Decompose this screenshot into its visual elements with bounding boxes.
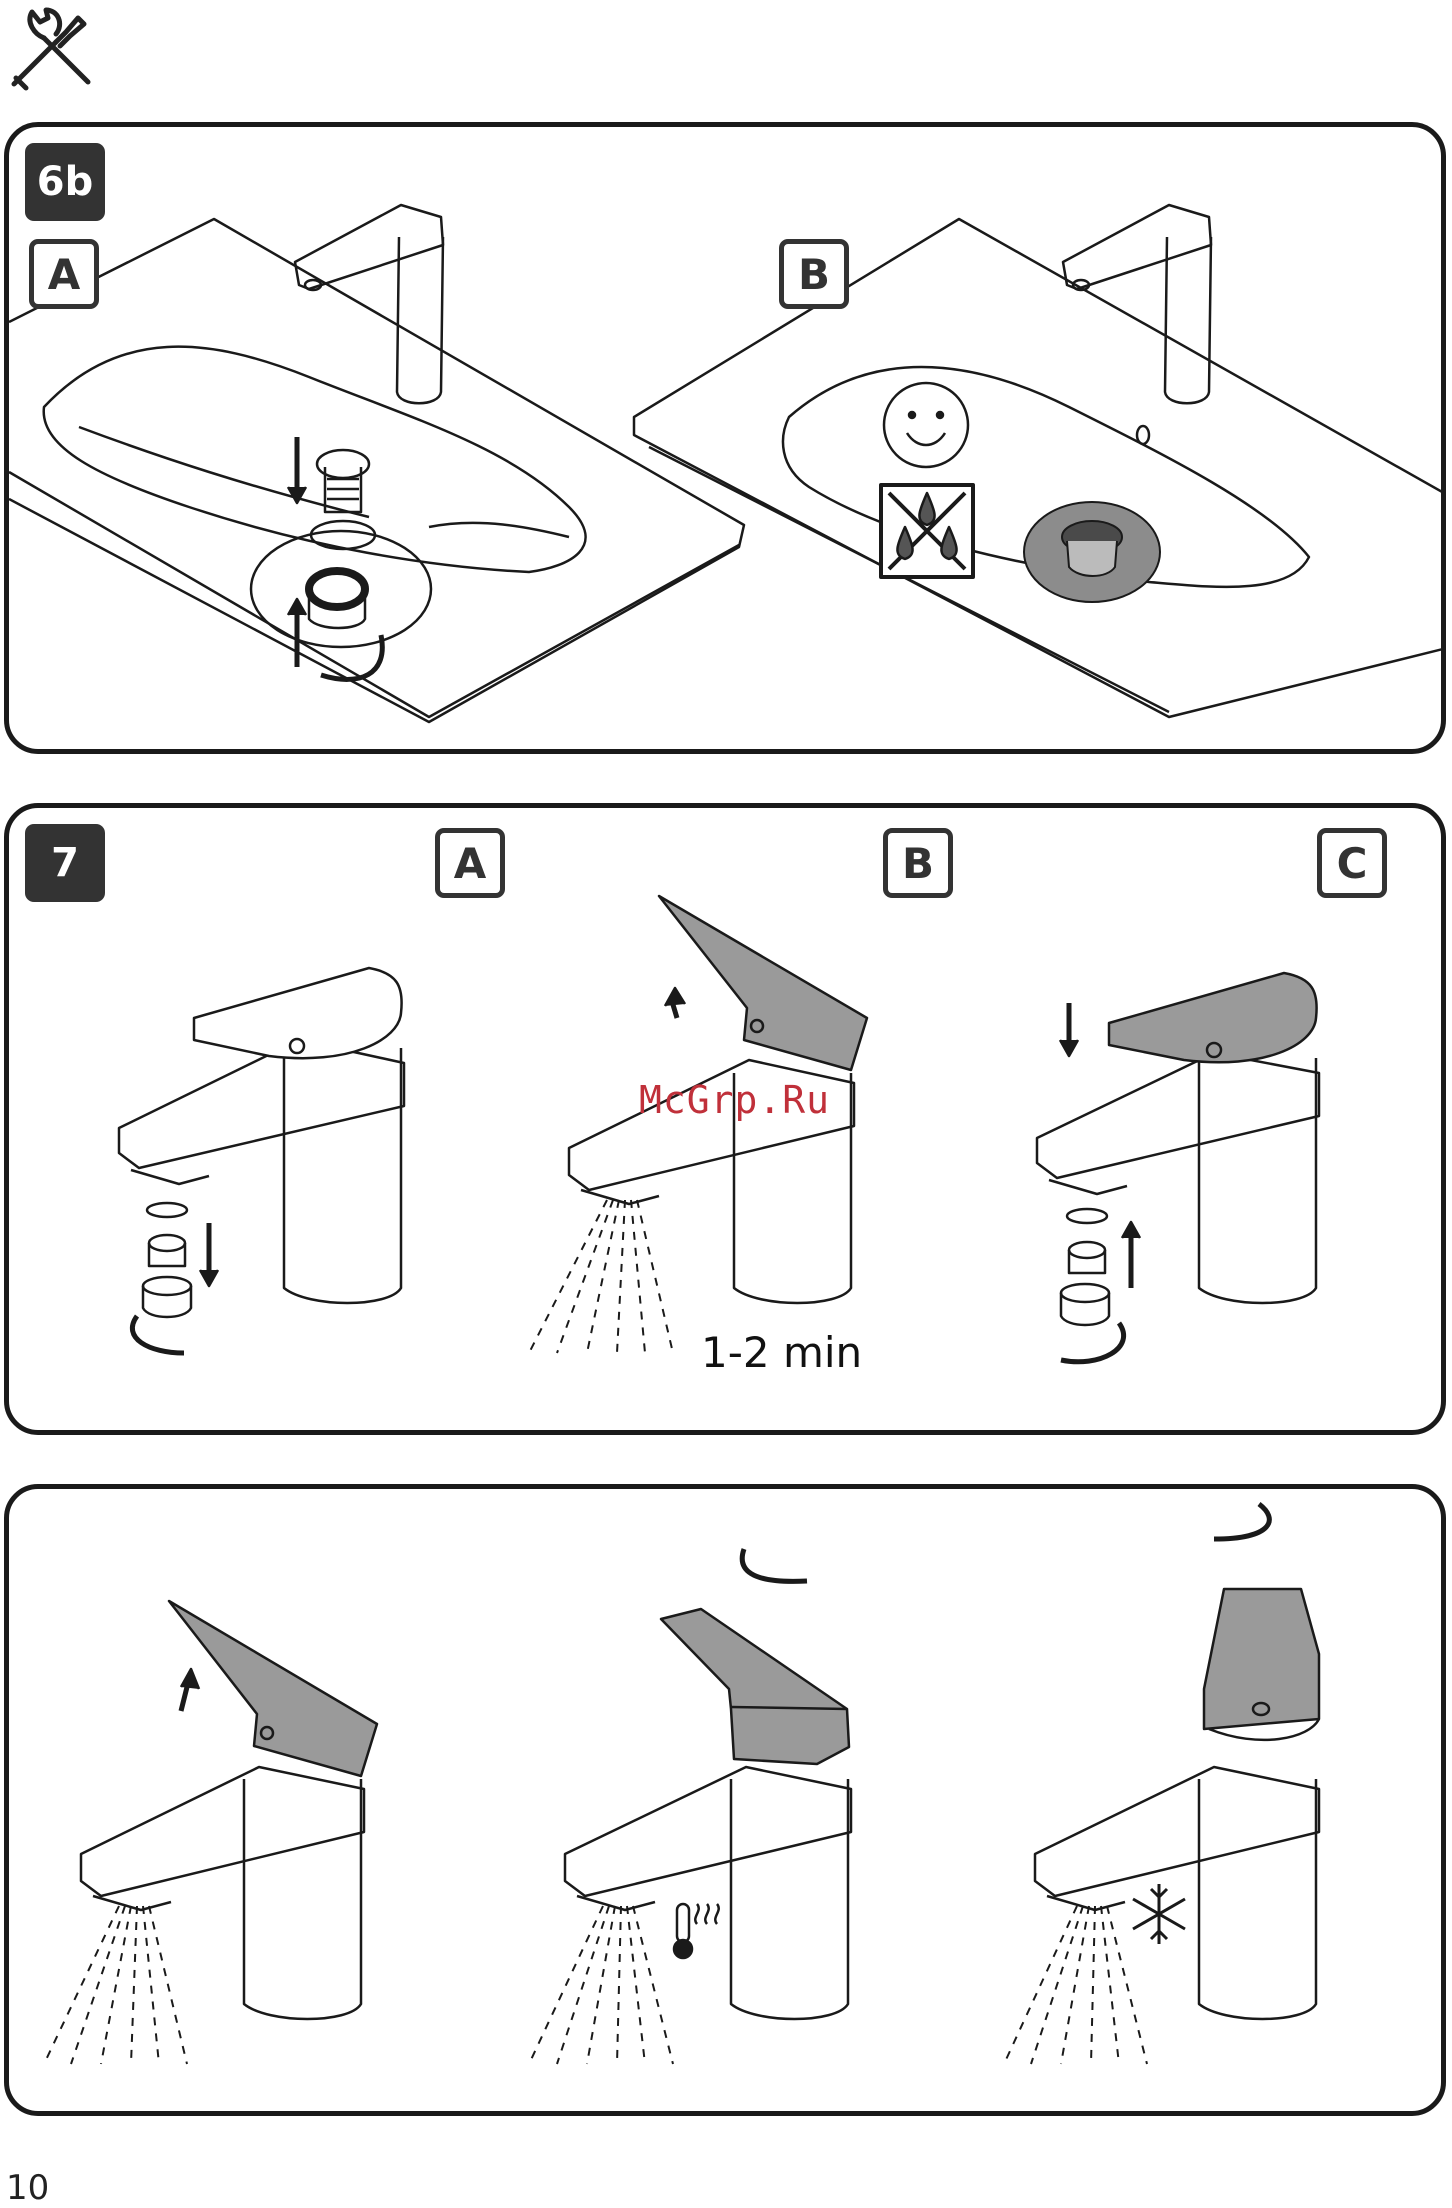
smiley-icon — [884, 383, 968, 467]
sub-badge-7-a: A — [435, 828, 505, 898]
page-number: 10 — [6, 2168, 49, 2208]
step-6b-panel: 6b A B — [4, 122, 1446, 754]
sub-badge-6b-a: A — [29, 239, 99, 309]
step-6b-illustration — [9, 127, 1446, 754]
temperature-limit-panel — [4, 1484, 1446, 2116]
temperature-limit-illustration — [9, 1489, 1446, 2116]
step-badge-6b: 6b — [25, 143, 105, 221]
step-7-panel: 7 A B C 1-2 min McGrp.Ru — [4, 803, 1446, 1435]
sub-badge-7-c: C — [1317, 828, 1387, 898]
watermark-text: McGrp.Ru — [639, 1078, 830, 1122]
hot-temperature-icon — [674, 1904, 719, 1958]
step-badge-7: 7 — [25, 824, 105, 902]
snowflake-icon — [1133, 1884, 1185, 1944]
flush-duration-label: 1-2 min — [701, 1328, 862, 1377]
sub-badge-6b-b: B — [779, 239, 849, 309]
sub-badge-7-b: B — [883, 828, 953, 898]
tools-icon — [4, 4, 96, 92]
